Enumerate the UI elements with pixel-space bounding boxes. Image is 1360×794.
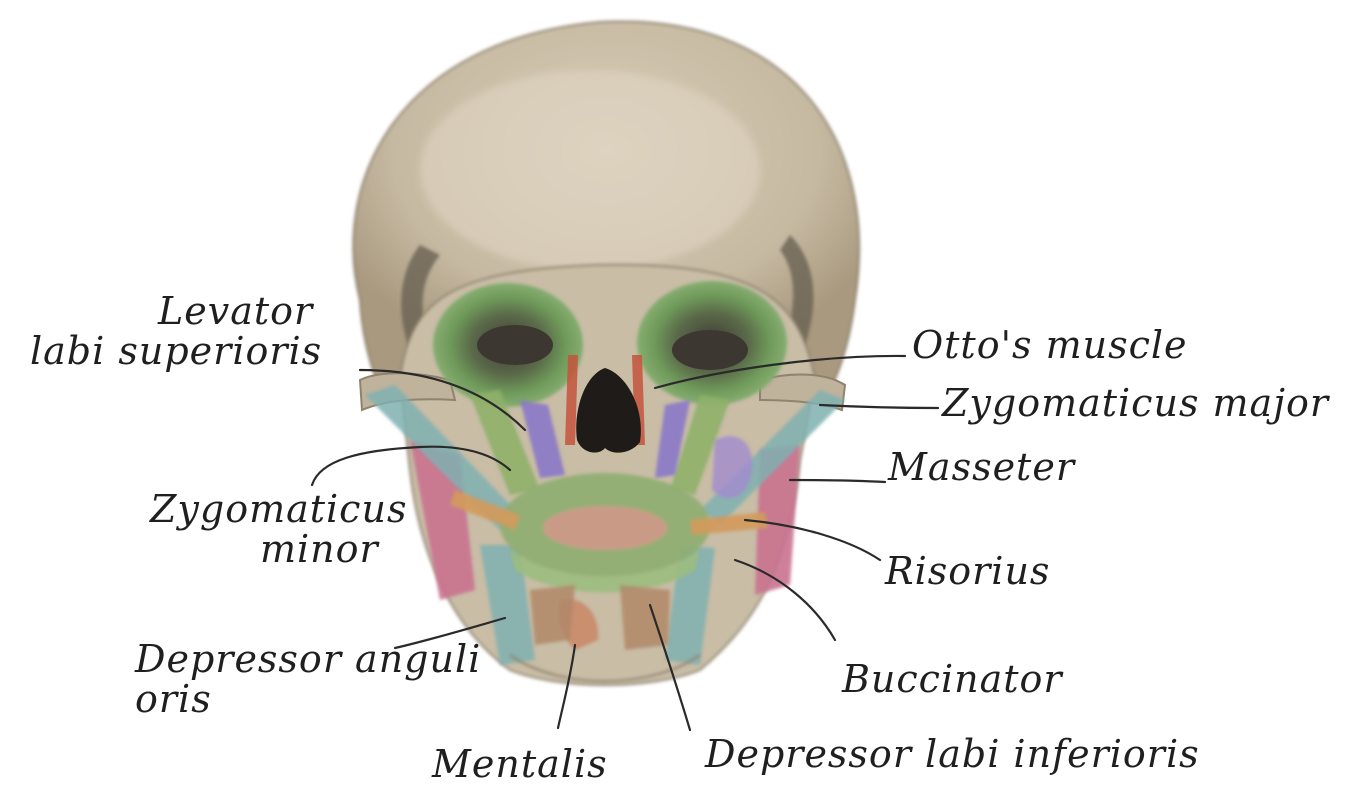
right-eye-hole	[672, 330, 748, 370]
label-risorius: Risorius	[885, 552, 1050, 592]
ottos-muscle-text: Otto's muscle	[912, 326, 1188, 366]
masseter-text: Masseter	[888, 448, 1075, 488]
depressor-anguli-line1: Depressor anguli	[135, 640, 481, 680]
risorius-text: Risorius	[885, 552, 1050, 592]
left-depressor-labii	[530, 585, 575, 645]
label-zygomaticus-minor: Zygomaticus minor	[150, 490, 407, 570]
zygomaticus-major-text: Zygomaticus major	[942, 384, 1329, 424]
levator-line1: Levator	[30, 292, 322, 332]
label-zygomaticus-major: Zygomaticus major	[942, 384, 1329, 424]
zygomaticus-minor-line1: Zygomaticus	[150, 490, 407, 530]
label-levator-labii-superioris: Levator labi superioris	[30, 292, 322, 372]
buccinator-text: Buccinator	[842, 660, 1063, 700]
label-ottos-muscle: Otto's muscle	[912, 326, 1188, 366]
depressor-labii-text: Depressor labi inferioris	[705, 735, 1200, 775]
label-depressor-labii-inferioris: Depressor labi inferioris	[705, 735, 1200, 775]
mentalis-text: Mentalis	[432, 745, 608, 785]
label-buccinator: Buccinator	[842, 660, 1063, 700]
zygomaticus-minor-line2: minor	[150, 530, 407, 570]
orbicularis-oris-muscle	[500, 473, 710, 593]
teeth-area	[543, 506, 667, 550]
label-masseter: Masseter	[888, 448, 1075, 488]
label-depressor-anguli-oris: Depressor anguli oris	[135, 640, 481, 720]
leader-masseter	[790, 480, 885, 482]
left-eye-hole	[477, 325, 553, 365]
label-mentalis: Mentalis	[432, 745, 608, 785]
depressor-anguli-line2: oris	[135, 680, 481, 720]
cranium-highlight	[420, 70, 760, 270]
levator-line2: labi superioris	[30, 332, 322, 372]
